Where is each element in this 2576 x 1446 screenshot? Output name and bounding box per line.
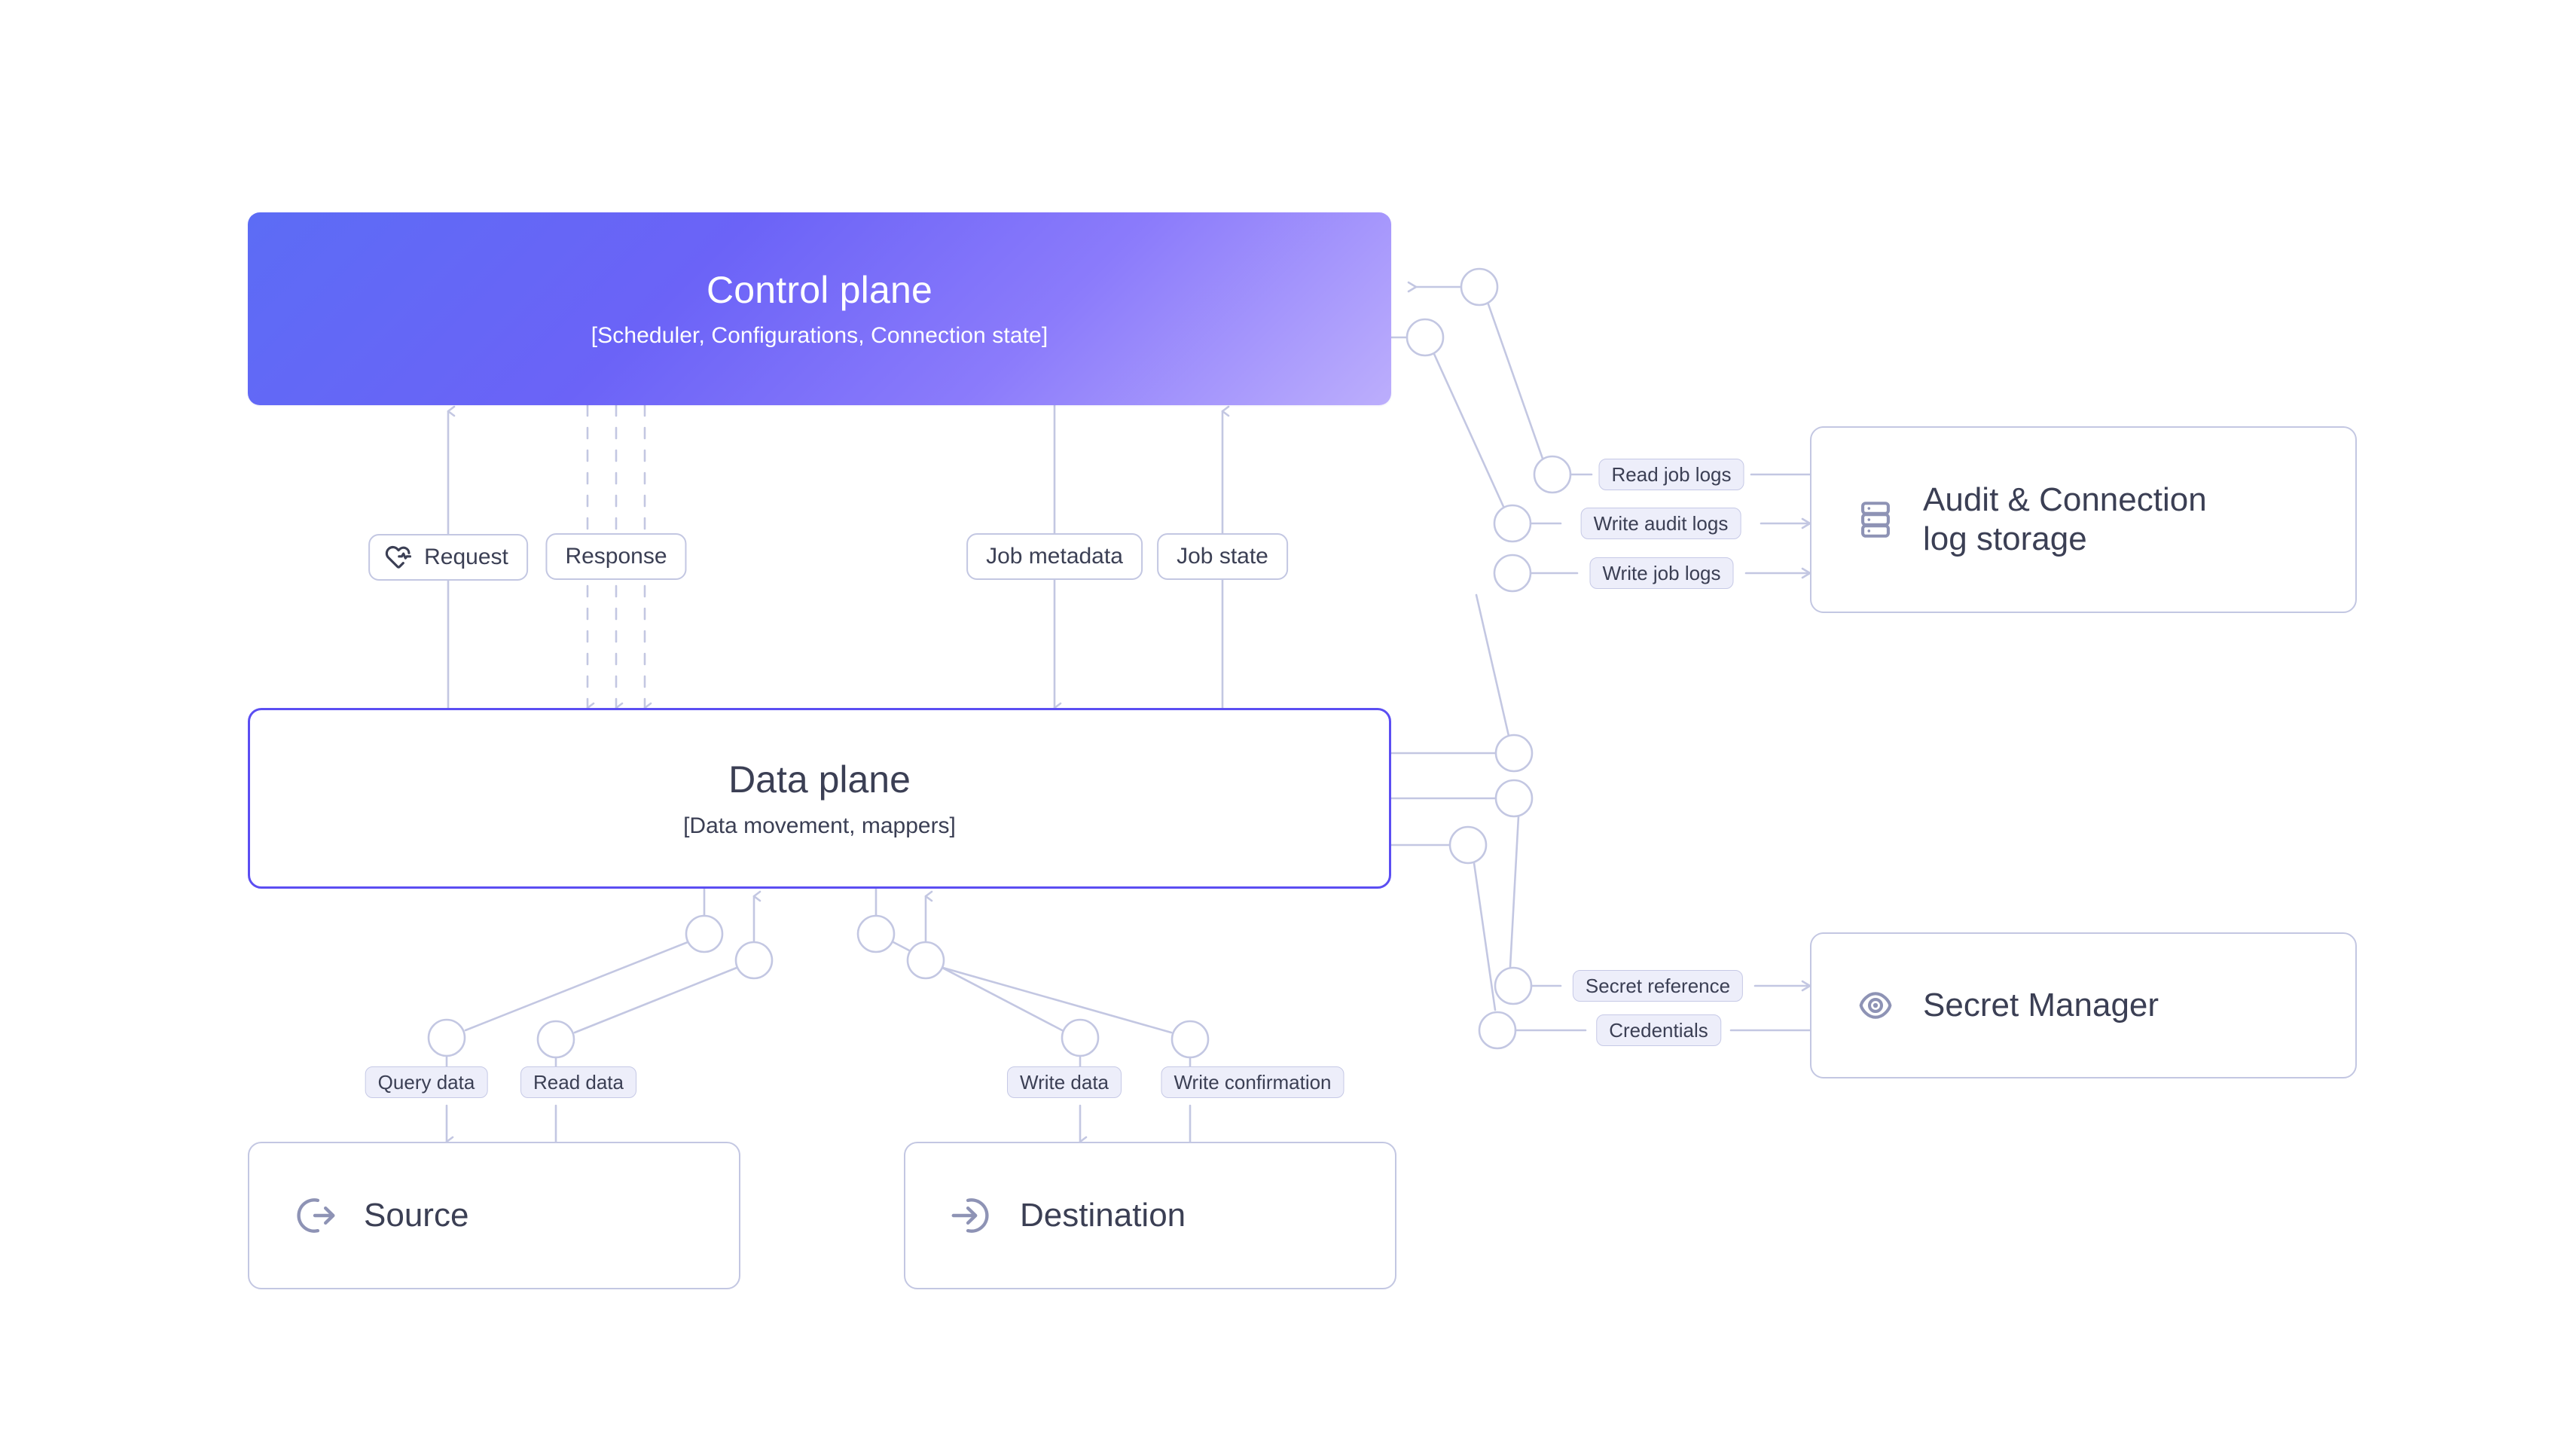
edge-label-write-audit-logs[interactable]: Write audit logs [1580, 508, 1741, 539]
control-plane-title: Control plane [706, 268, 932, 311]
connector-dot-read-data-dp [734, 941, 774, 980]
connector-dot-read-data [536, 1020, 575, 1059]
edge-credentials-b [1473, 862, 1497, 1011]
edge-label-job-state-text: Job state [1177, 544, 1268, 569]
edge-label-write-confirmation-text: Write confirmation [1174, 1071, 1332, 1094]
edge-read-data-b [573, 966, 738, 1034]
edge-label-credentials[interactable]: Credentials [1596, 1014, 1721, 1046]
edge-label-read-data[interactable]: Read data [520, 1066, 636, 1098]
heart-pulse-icon [383, 542, 414, 572]
edge-label-query-data[interactable]: Query data [365, 1066, 488, 1098]
connector-dot-write-audit-logs [1493, 504, 1532, 543]
edge-secret-reference-b [1509, 815, 1520, 969]
edge-label-write-audit-logs-text: Write audit logs [1593, 512, 1729, 535]
control-plane-subtitle: [Scheduler, Configurations, Connection s… [591, 322, 1048, 348]
edge-query-data-b [464, 941, 689, 1032]
audit-log-storage-title-line1: Audit & Connection [1923, 481, 2207, 519]
edge-label-write-data-text: Write data [1019, 1071, 1109, 1094]
edge-label-write-job-logs-text: Write job logs [1602, 562, 1721, 584]
connector-dot-query-data-dp [685, 914, 724, 953]
edge-label-secret-reference[interactable]: Secret reference [1572, 970, 1744, 1002]
edge-label-write-confirmation[interactable]: Write confirmation [1161, 1066, 1344, 1098]
edge-label-write-job-logs[interactable]: Write job logs [1589, 557, 1734, 589]
source-title: Source [364, 1197, 469, 1234]
connector-dot-read-job-logs [1533, 455, 1572, 494]
data-plane-subtitle: [Data movement, mappers] [683, 813, 956, 838]
connector-dot-write-job-logs-dp [1494, 734, 1534, 773]
edge-label-read-job-logs[interactable]: Read job logs [1598, 459, 1744, 490]
secret-manager-title: Secret Manager [1923, 987, 2159, 1024]
connector-dot-secret-reference-dp [1494, 779, 1534, 818]
edge-label-read-job-logs-text: Read job logs [1611, 463, 1732, 486]
edge-label-write-data[interactable]: Write data [1006, 1066, 1122, 1098]
edge-label-request[interactable]: Request [368, 534, 528, 581]
edge-label-response-text: Response [565, 544, 667, 569]
log-out-icon [291, 1192, 338, 1239]
connector-dot-query-data [427, 1018, 466, 1057]
connector-dot-secret-reference [1494, 966, 1533, 1005]
server-stack-icon [1854, 498, 1897, 541]
edge-write-audit-logs-b [1433, 352, 1506, 511]
connector-dot-write-confirmation [1170, 1020, 1210, 1059]
connector-dot-credentials [1478, 1011, 1517, 1050]
eye-icon [1854, 984, 1897, 1027]
edge-write-job-logs-b [1475, 593, 1510, 737]
edge-label-query-data-text: Query data [377, 1071, 475, 1094]
edge-read-job-logs-b [1487, 303, 1548, 471]
edge-label-secret-reference-text: Secret reference [1585, 975, 1731, 997]
node-secret-manager[interactable]: Secret Manager [1810, 932, 2357, 1078]
edge-write-confirmation-b [942, 966, 1173, 1034]
edge-label-read-data-text: Read data [533, 1071, 624, 1094]
node-source[interactable]: Source [248, 1142, 740, 1289]
edge-label-job-state[interactable]: Job state [1157, 533, 1288, 580]
connector-dot-write-audit-logs-cp [1406, 318, 1445, 357]
node-data-plane[interactable]: Data plane [Data movement, mappers] [248, 708, 1391, 889]
log-in-icon [948, 1192, 994, 1239]
audit-log-storage-title-line2: log storage [1923, 520, 2087, 557]
connector-dot-write-data-dp [856, 914, 896, 953]
connector-dot-credentials-dp [1448, 825, 1488, 865]
connector-dot-write-confirmation-dp [906, 941, 945, 980]
data-plane-title: Data plane [728, 758, 911, 801]
edge-label-response[interactable]: Response [545, 533, 687, 580]
edge-label-request-text: Request [424, 545, 508, 569]
audit-log-storage-title: Audit & Connection log storage [1923, 480, 2207, 559]
edge-label-job-metadata[interactable]: Job metadata [966, 533, 1143, 580]
node-destination[interactable]: Destination [904, 1142, 1396, 1289]
connector-dot-write-data [1061, 1018, 1100, 1057]
edge-label-job-metadata-text: Job metadata [986, 544, 1123, 569]
connector-dot-read-job-logs-cp [1460, 267, 1499, 307]
edge-label-credentials-text: Credentials [1609, 1019, 1708, 1042]
destination-title: Destination [1020, 1197, 1186, 1234]
connector-dot-write-job-logs [1493, 554, 1532, 593]
node-control-plane[interactable]: Control plane [Scheduler, Configurations… [248, 212, 1391, 405]
node-audit-log-storage[interactable]: Audit & Connection log storage [1810, 426, 2357, 613]
